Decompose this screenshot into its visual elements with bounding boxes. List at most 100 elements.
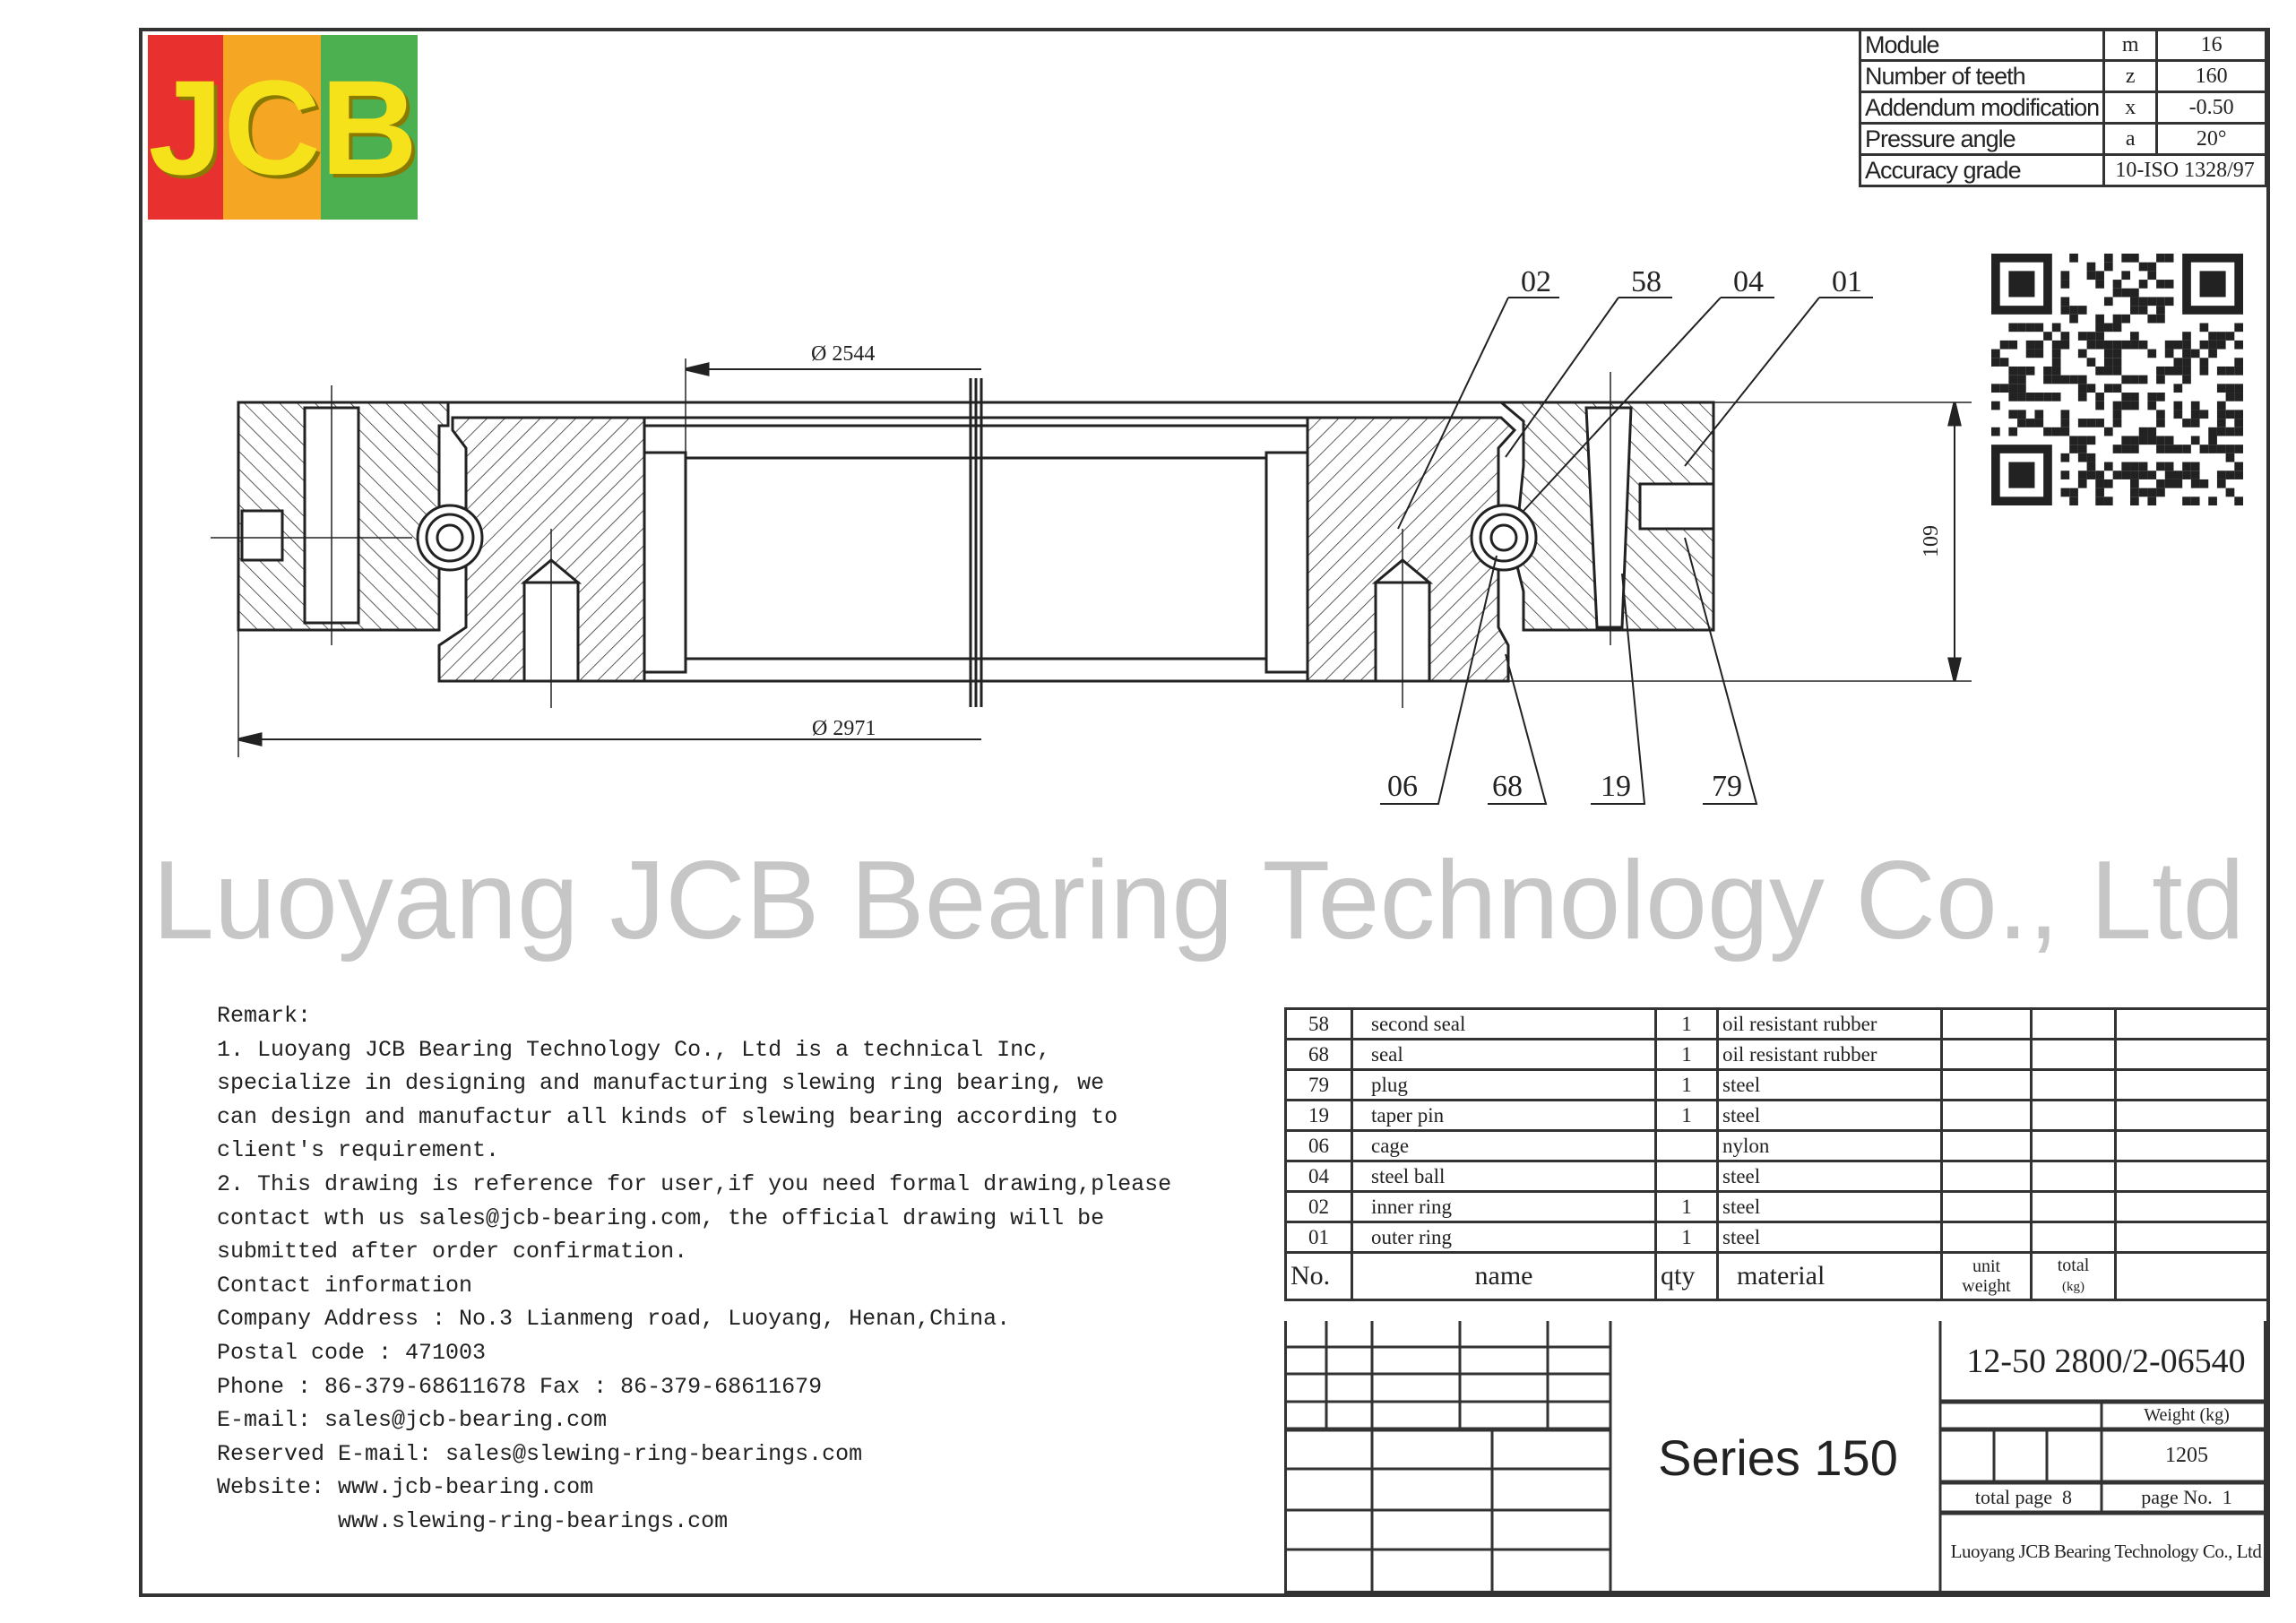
drawing-frame <box>139 28 2270 1597</box>
remark-line: www.slewing-ring-bearings.com <box>217 1507 729 1534</box>
header-total: total <box>2057 1256 2090 1275</box>
param-label: Pressure angle <box>1858 122 2106 156</box>
jcb-logo: J C B <box>148 35 418 220</box>
remark-line: Remark: <box>217 1003 312 1029</box>
param-value: -0.50 <box>2155 91 2267 125</box>
param-symbol: m <box>2102 28 2159 62</box>
param-value: 20° <box>2155 122 2267 156</box>
part-qty: 1 <box>1654 1068 1719 1101</box>
total-page: total page 8 <box>1974 1486 2073 1508</box>
remark-line: can design and manufactur all kinds of s… <box>217 1103 1118 1130</box>
logo-letter-c: C <box>223 35 321 220</box>
cross-section-drawing: Ø 2544 Ø 2971 109 02 58 04 01 06 68 19 7… <box>211 265 1972 805</box>
param-symbol: x <box>2102 91 2159 125</box>
remark-line: Company Address : No.3 Lianmeng road, Lu… <box>217 1306 1011 1333</box>
param-label: Module <box>1858 28 2106 62</box>
remark-line: E-mail: sales@jcb-bearing.com <box>217 1407 608 1434</box>
parts-row: 06 cage nylon <box>1284 1129 2269 1162</box>
part-material: steel <box>1716 1099 1943 1132</box>
inner-diameter-dimension: Ø 2544 <box>811 342 875 366</box>
qr-code <box>1991 254 2243 505</box>
param-row-accuracy: Accuracy grade 10-ISO 1328/97 <box>1858 153 2267 187</box>
param-row: Module m 16 <box>1858 28 2267 62</box>
title-block-grid <box>1284 1321 2269 1593</box>
height-dimension: 109 <box>1920 525 1943 557</box>
callout-58: 58 <box>1631 265 1662 298</box>
part-name: outer ring <box>1351 1221 1657 1254</box>
header-material: material <box>1716 1251 1943 1301</box>
param-row: Addendum modification x -0.50 <box>1858 91 2267 125</box>
weight-label: Weight (kg) <box>2144 1405 2230 1425</box>
parts-row: 19 taper pin 1 steel <box>1284 1099 2269 1132</box>
part-material: oil resistant rubber <box>1716 1038 1943 1071</box>
remark-line: contact wth us sales@jcb-bearing.com, th… <box>217 1204 1105 1231</box>
part-no: 06 <box>1284 1129 1353 1162</box>
page-number: page No. 1 <box>2141 1486 2232 1508</box>
part-material: steel <box>1716 1160 1943 1193</box>
part-qty <box>1654 1129 1719 1162</box>
part-material: steel <box>1716 1221 1943 1254</box>
remark-line: submitted after order confirmation. <box>217 1239 688 1265</box>
remark-line: 2. This drawing is reference for user,if… <box>217 1170 1172 1197</box>
part-name: inner ring <box>1351 1190 1657 1223</box>
callout-19: 19 <box>1601 770 1631 803</box>
remark-line: Phone : 86-379-68611678 Fax : 86-379-686… <box>217 1373 823 1400</box>
part-no: 19 <box>1284 1099 1353 1132</box>
part-name: seal <box>1351 1038 1657 1071</box>
part-name: steel ball <box>1351 1160 1657 1193</box>
part-no: 79 <box>1284 1068 1353 1101</box>
part-name: second seal <box>1351 1007 1657 1040</box>
header-no: No. <box>1284 1251 1353 1301</box>
part-qty: 1 <box>1654 1099 1719 1132</box>
param-label: Number of teeth <box>1858 59 2106 93</box>
part-no: 02 <box>1284 1190 1353 1223</box>
remarks-block: Remark: 1. Luoyang JCB Bearing Technology… <box>217 999 1171 1539</box>
remark-line: 1. Luoyang JCB Bearing Technology Co., L… <box>217 1036 1051 1063</box>
logo-letter-j: J <box>148 35 224 220</box>
callout-04: 04 <box>1733 265 1764 298</box>
part-no: 01 <box>1284 1221 1353 1254</box>
part-no: 58 <box>1284 1007 1353 1040</box>
header-unit: unit <box>1972 1256 2001 1276</box>
title-block: Series 150 12-50 2800/2-06540 Weight (kg… <box>1284 1321 2269 1593</box>
param-label: Accuracy grade <box>1858 153 2106 187</box>
callout-01: 01 <box>1832 265 1862 298</box>
remark-line: Postal code : 471003 <box>217 1339 487 1366</box>
remark-line: Website: www.jcb-bearing.com <box>217 1474 594 1501</box>
drawing-number: 12-50 2800/2-06540 <box>1966 1342 2246 1380</box>
header-name: name <box>1351 1251 1657 1301</box>
param-value: 160 <box>2155 59 2267 93</box>
parts-row: 02 inner ring 1 steel <box>1284 1190 2269 1223</box>
company-name: Luoyang JCB Bearing Technology Co., Ltd <box>1950 1541 2262 1562</box>
part-qty: 1 <box>1654 1190 1719 1223</box>
param-symbol: a <box>2102 122 2159 156</box>
parts-row: 04 steel ball steel <box>1284 1160 2269 1193</box>
param-row: Number of teeth z 160 <box>1858 59 2267 93</box>
remark-line: client's requirement. <box>217 1137 500 1164</box>
callout-02: 02 <box>1521 265 1551 298</box>
part-qty: 1 <box>1654 1038 1719 1071</box>
part-qty: 1 <box>1654 1007 1719 1040</box>
part-material: steel <box>1716 1068 1943 1101</box>
remark-line: specialize in designing and manufacturin… <box>217 1070 1105 1097</box>
part-name: taper pin <box>1351 1099 1657 1132</box>
remark-line: Reserved E-mail: sales@slewing-ring-bear… <box>217 1440 863 1467</box>
weight-value: 1205 <box>2165 1444 2208 1467</box>
param-value: 10-ISO 1328/97 <box>2102 153 2267 187</box>
header-weight: weight <box>1962 1276 2011 1296</box>
header-kg: (kg) <box>2062 1280 2085 1294</box>
param-label: Addendum modification <box>1858 91 2106 125</box>
callout-68: 68 <box>1492 770 1523 803</box>
param-row: Pressure angle a 20° <box>1858 122 2267 156</box>
parts-list-table: 58 second seal 1 oil resistant rubber 68… <box>1284 1007 2269 1301</box>
part-qty <box>1654 1160 1719 1193</box>
parts-row: 58 second seal 1 oil resistant rubber <box>1284 1007 2269 1040</box>
param-value: 16 <box>2155 28 2267 62</box>
parts-row: 79 plug 1 steel <box>1284 1068 2269 1101</box>
param-symbol: z <box>2102 59 2159 93</box>
header-qty: qty <box>1654 1251 1719 1301</box>
part-material: oil resistant rubber <box>1716 1007 1943 1040</box>
callout-79: 79 <box>1712 770 1742 803</box>
part-name: plug <box>1351 1068 1657 1101</box>
